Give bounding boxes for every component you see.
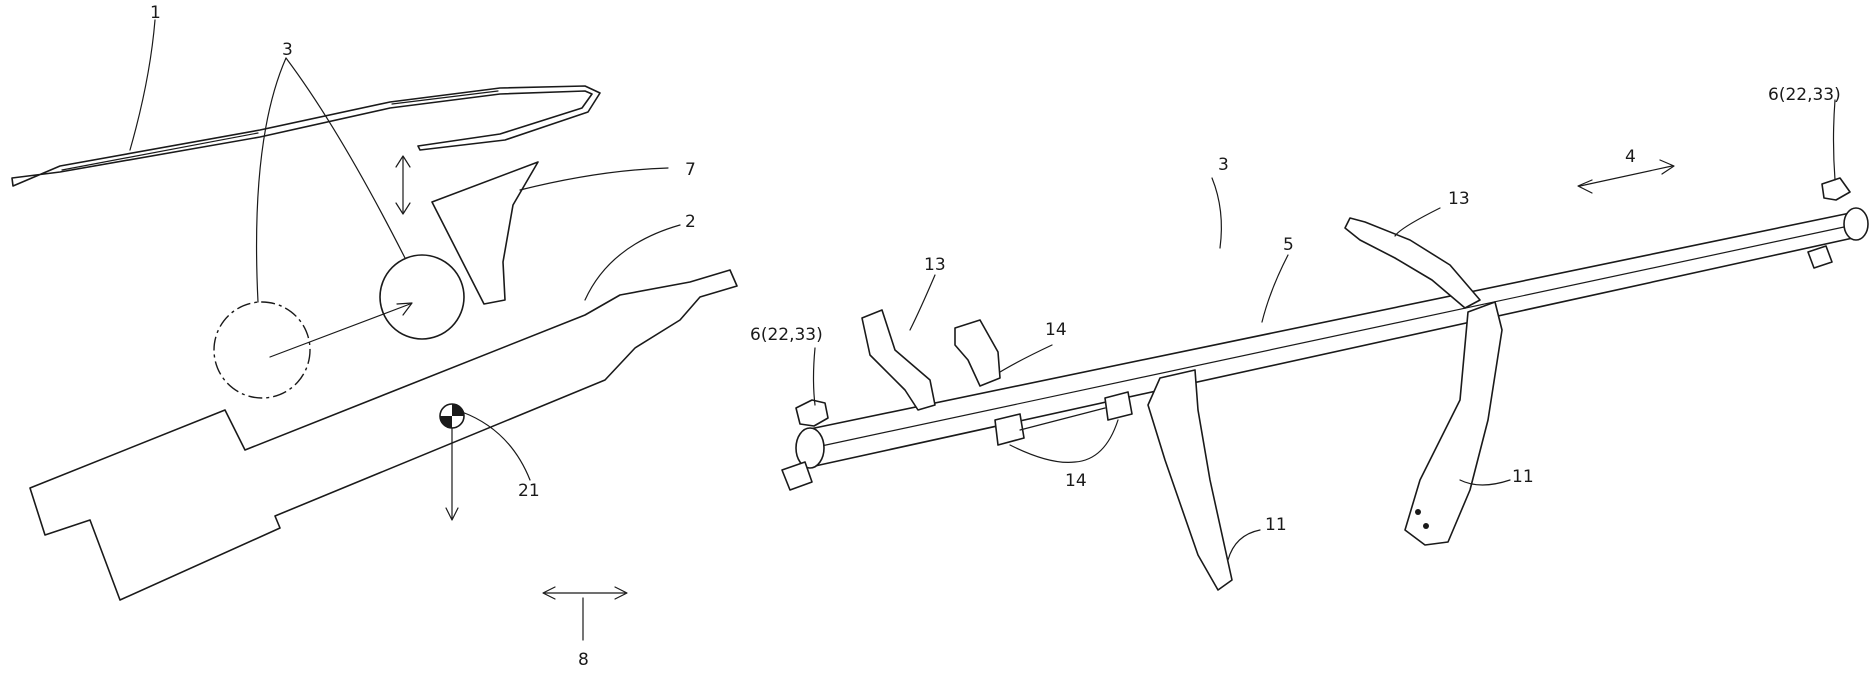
label-6-left: 6(22,33): [750, 325, 823, 345]
steering-member-2: [30, 270, 737, 600]
horizontal-double-arrow-icon: [543, 587, 627, 640]
leader-14-bottom: [1010, 420, 1118, 462]
clip-14-top: [955, 320, 1000, 386]
label-21: 21: [518, 481, 540, 501]
label-14-bottom: 14: [1065, 471, 1087, 491]
label-7: 7: [685, 160, 696, 180]
leg-hole-b: [1423, 523, 1429, 529]
beam-end-right: [1844, 208, 1868, 240]
leader-11-center: [1228, 530, 1260, 560]
label-14-top: 14: [1045, 320, 1067, 340]
vertical-double-arrow-icon: [396, 156, 410, 214]
head-position-dashed: [214, 302, 310, 398]
leader-13-left: [910, 275, 935, 330]
label-13-left: 13: [924, 255, 946, 275]
head-position-solid: [380, 255, 464, 339]
label-4: 4: [1625, 147, 1636, 167]
leader-3-right: [1212, 178, 1221, 248]
leader-6-right: [1834, 100, 1836, 180]
leader-13-right: [1395, 208, 1440, 236]
beam-end-left: [796, 428, 824, 468]
label-3-left: 3: [282, 40, 293, 60]
leader-14-top: [1000, 345, 1052, 372]
label-1: 1: [150, 3, 161, 23]
leader-5: [1262, 255, 1288, 322]
strut-13-right: [1345, 218, 1480, 308]
clip-14-lower-b: [1105, 392, 1132, 420]
center-of-gravity-icon: [440, 404, 464, 520]
leader-7: [520, 168, 668, 190]
label-6-right: 6(22,33): [1768, 85, 1841, 105]
label-11-center: 11: [1265, 515, 1287, 535]
label-8: 8: [578, 650, 589, 670]
instrument-panel-sheet: [12, 86, 600, 186]
leg-11-center: [1148, 370, 1232, 590]
leg-hole-a: [1415, 509, 1421, 515]
clip-14-lower-a: [995, 414, 1024, 445]
label-13-right: 13: [1448, 189, 1470, 209]
label-2: 2: [685, 212, 696, 232]
leader-1: [130, 20, 155, 150]
leader-3-left: [257, 58, 286, 302]
left-figure: 1 3 7 2 21 8: [12, 3, 737, 670]
leader-6-left: [814, 348, 816, 405]
strut-13-left: [862, 310, 935, 410]
right-figure: 3 4 5 6(22,33) 6(22,33) 13 13 14 14 11 1…: [750, 85, 1868, 590]
leg-11-right: [1405, 302, 1502, 545]
label-11-right: 11: [1512, 467, 1534, 487]
label-5: 5: [1283, 235, 1294, 255]
leader-3-left-b: [286, 58, 405, 258]
label-3-right: 3: [1218, 155, 1229, 175]
